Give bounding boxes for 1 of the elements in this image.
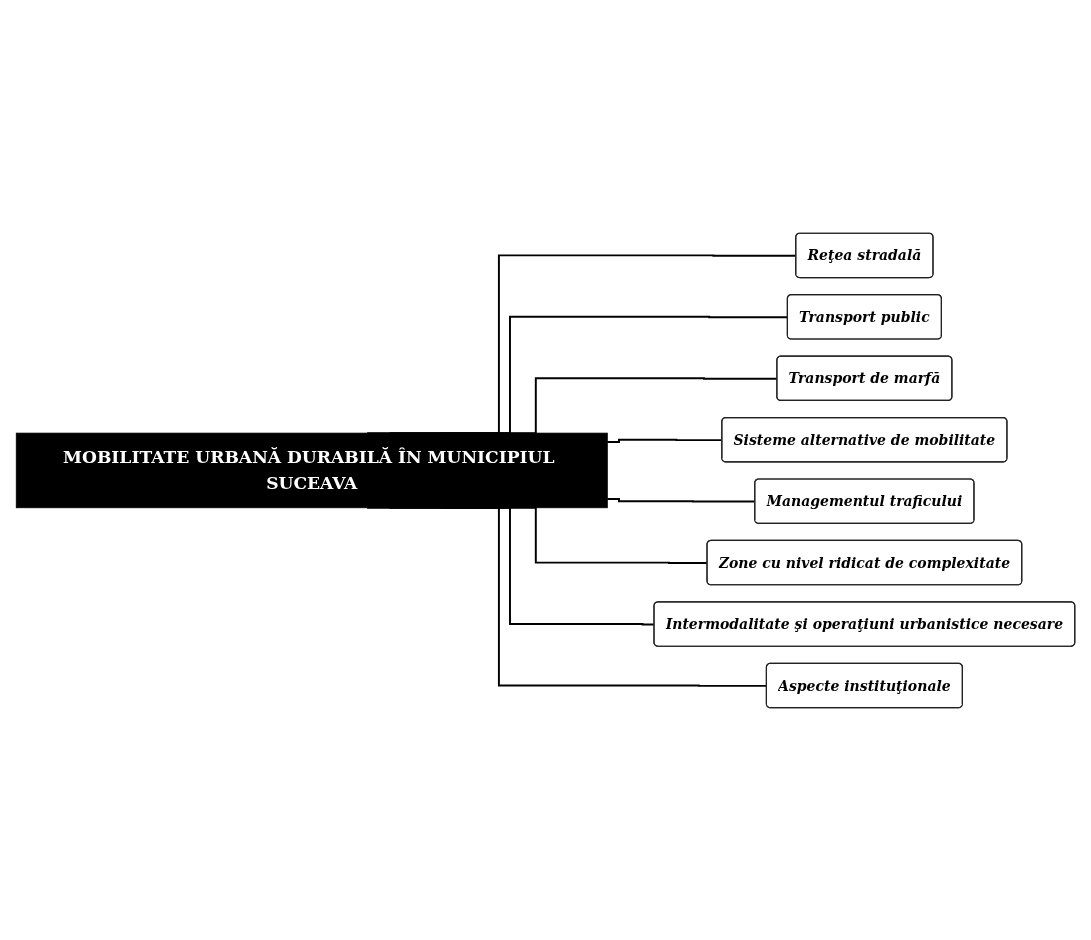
- node-box: MOBILITATE URBANĂ DURABILĂ ÎN MUNICIPIUL SUCEAVA: [15, 432, 608, 508]
